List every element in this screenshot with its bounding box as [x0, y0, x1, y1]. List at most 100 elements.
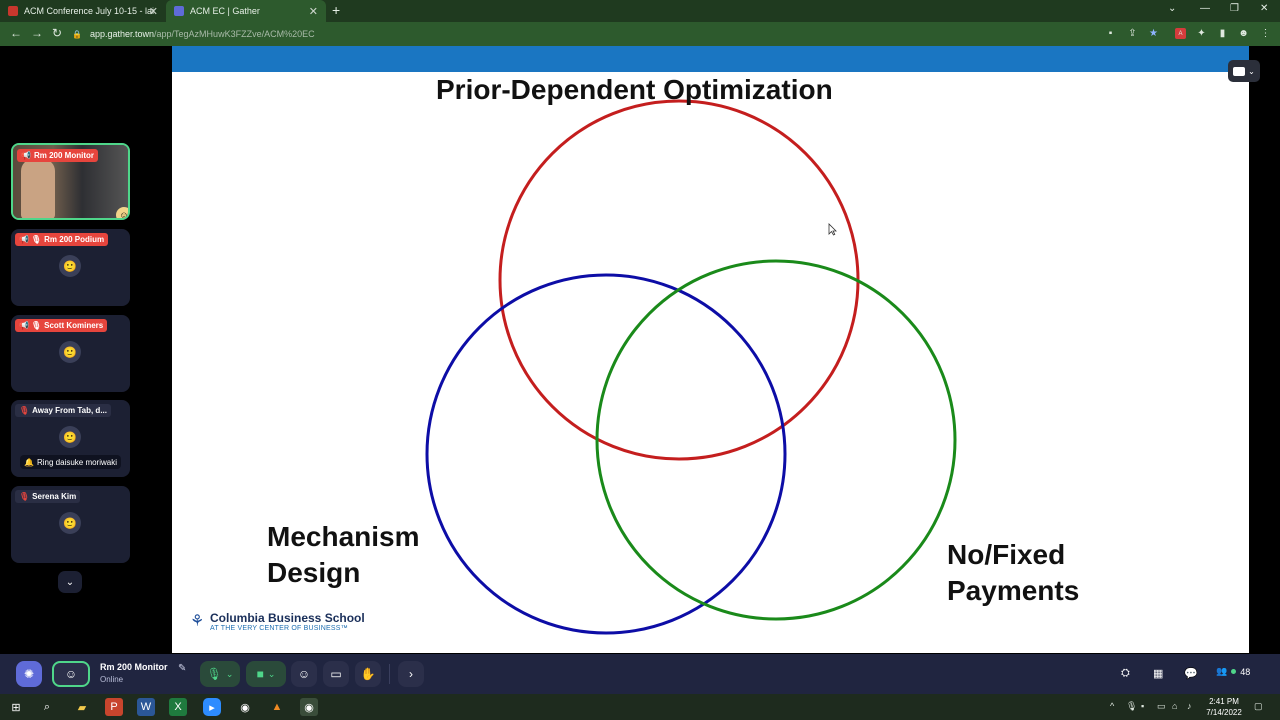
bookmark-star-icon[interactable]: ★ — [1149, 28, 1158, 39]
avatar: ☺ — [64, 667, 78, 681]
mic-muted-icon: 🎙 — [19, 406, 30, 415]
self-name: Rm 200 Monitor — [100, 662, 168, 672]
gather-menu-button[interactable]: ✺ — [16, 661, 42, 687]
online-dot — [1231, 669, 1237, 674]
search-icon[interactable]: ⌕ — [43, 700, 51, 713]
avatar: ☺ — [116, 207, 128, 218]
back-icon[interactable]: ← — [10, 26, 22, 40]
chevron-down-icon: ⌄ — [65, 576, 75, 588]
participant-card-video[interactable]: 📢 Rm 200 Monitor ☺ — [11, 143, 130, 220]
camera-tray-icon[interactable]: ▪ — [1141, 701, 1145, 711]
side-panel-icon[interactable]: ▮ — [1219, 28, 1226, 39]
chevron-down-icon: ⌄ — [225, 668, 234, 679]
gather-control-bar: ✺ ☺ Rm 200 Monitor Online ✎ 🎙 ⌄ ■ ⌄ ☺ ▭ … — [0, 654, 1280, 694]
mic-muted-icon: 🎙 — [30, 235, 42, 244]
gather-logo-icon: ✺ — [23, 667, 35, 681]
people-icon: 👥 — [1216, 666, 1228, 676]
label-no-fixed-payments: No/Fixed Payments — [947, 537, 1079, 609]
chevron-down-icon: ⌄ — [267, 668, 276, 679]
tray-expand-icon[interactable]: ^ — [1110, 701, 1115, 711]
megaphone-icon: 📢 — [19, 235, 29, 244]
participant-name: Away From Tab, d... — [32, 406, 107, 415]
participant-card[interactable]: 🎙 Serena Kim 🙂 — [11, 486, 130, 563]
reload-icon[interactable]: ↻ — [52, 26, 63, 40]
chrome-active-icon[interactable]: ◉ — [300, 698, 318, 716]
address-bar[interactable]: 🔒 app.gather.town /app/TegAzMHuwK3FZZve/… — [72, 25, 1092, 43]
circle-mechanism-design — [425, 273, 787, 635]
online-count: 48 — [1240, 666, 1251, 677]
build-tools-icon[interactable]: ⛭ — [1121, 667, 1130, 679]
calendar-icon[interactable]: ▦ — [1153, 668, 1164, 680]
share-icon[interactable]: ⇪ — [1128, 28, 1137, 39]
zoom-icon[interactable]: ▸ — [203, 698, 221, 716]
forward-icon[interactable]: → — [31, 26, 43, 40]
window-close-icon[interactable]: ✕ — [1260, 3, 1269, 14]
label-line: Payments — [947, 575, 1080, 606]
extensions-icon[interactable]: ✦ — [1197, 28, 1206, 39]
notifications-icon[interactable]: ▢ — [1254, 701, 1263, 711]
screen-share-button[interactable]: ▭ — [323, 661, 349, 687]
label-line: Design — [267, 557, 361, 588]
scroll-participants-button[interactable]: ⌄ — [58, 571, 82, 593]
self-status: Online — [100, 675, 124, 684]
browser-tab-acm-conference[interactable]: ACM Conference July 10-15 - lai ✕ — [0, 0, 166, 22]
participant-name: Rm 200 Monitor — [33, 151, 94, 160]
powerpoint-icon[interactable]: P — [105, 698, 123, 716]
network-icon[interactable]: ⌂ — [1172, 701, 1178, 711]
participant-name-tag: 🎙 Away From Tab, d... — [15, 404, 111, 417]
participant-card[interactable]: 🎙 Away From Tab, d... 🙂 🔔 Ring daisuke m… — [11, 400, 130, 477]
tab-close-icon[interactable]: ✕ — [148, 6, 158, 18]
columbia-logo: ⚘ Columbia Business School AT THE VERY C… — [190, 611, 365, 633]
edit-name-icon[interactable]: ✎ — [178, 663, 187, 674]
windows-start-icon[interactable]: ⊞ — [11, 701, 21, 714]
logo-name: Columbia Business School — [210, 611, 365, 625]
chevron-right-icon: › — [409, 667, 413, 681]
participant-name-tag: 📢 🎙 Rm 200 Podium — [15, 233, 109, 246]
browser-tab-strip: ACM Conference July 10-15 - lai ✕ ACM EC… — [0, 0, 1280, 22]
browser-menu-icon[interactable]: ⋮ — [1260, 28, 1271, 39]
screen-view-toggle-button[interactable]: ⌄ — [1228, 60, 1260, 82]
camera-toggle-button[interactable]: ■ ⌄ — [246, 661, 286, 687]
excel-icon[interactable]: X — [169, 698, 187, 716]
participants-button[interactable]: 👥 48 — [1216, 666, 1250, 677]
new-tab-icon[interactable]: + — [332, 2, 341, 18]
avatar: 🙂 — [59, 512, 81, 534]
minimize-icon[interactable]: — — [1200, 3, 1210, 14]
vlc-icon[interactable]: ▲ — [271, 701, 283, 713]
chrome-icon[interactable]: ◉ — [240, 701, 250, 714]
participant-card[interactable]: 📢 🎙 Rm 200 Podium 🙂 — [11, 229, 130, 306]
divider — [389, 664, 390, 684]
volume-icon[interactable]: ♪ — [1187, 701, 1192, 711]
self-avatar-button[interactable]: ☺ — [52, 661, 90, 687]
megaphone-icon: 📢 — [19, 321, 29, 330]
avatar: 🙂 — [59, 255, 81, 277]
display-tray-icon[interactable]: ▭ — [1157, 701, 1166, 711]
raise-hand-button[interactable]: ✋ — [355, 661, 381, 687]
expand-actions-button[interactable]: › — [398, 661, 424, 687]
label-mechanism-design: Mechanism Design — [267, 519, 420, 591]
tab-search-icon[interactable]: ⌄ — [1168, 3, 1177, 14]
camera-in-use-icon[interactable]: ▪ — [1108, 28, 1113, 39]
ring-button[interactable]: 🔔 Ring daisuke moriwaki — [20, 455, 121, 469]
browser-tab-gather[interactable]: ACM EC | Gather ✕ — [166, 0, 326, 22]
restore-icon[interactable]: ❐ — [1230, 3, 1239, 14]
clock-time: 2:41 PM — [1209, 697, 1239, 706]
file-explorer-icon[interactable]: ▰ — [77, 701, 87, 714]
microphone-toggle-button[interactable]: 🎙 ⌄ — [200, 661, 240, 687]
microphone-icon: 🎙 — [206, 667, 222, 681]
participant-card[interactable]: 📢 🎙 Scott Kominers 🙂 — [11, 315, 130, 392]
taskbar-clock[interactable]: 2:41 PM 7/14/2022 — [1200, 696, 1248, 718]
chat-icon[interactable]: 💬 — [1184, 668, 1198, 680]
megaphone-icon: 📢 — [21, 151, 31, 160]
smiley-icon: ☺ — [297, 667, 311, 681]
emote-button[interactable]: ☺ — [291, 661, 317, 687]
tab-close-icon[interactable]: ✕ — [308, 6, 318, 18]
gmail-icon — [8, 6, 18, 16]
profile-avatar-icon[interactable]: ☻ — [1238, 28, 1249, 39]
word-icon[interactable]: W — [137, 698, 155, 716]
adblock-extension-icon[interactable]: A — [1175, 28, 1186, 39]
address-path: /app/TegAzMHuwK3FZZve/ACM%20EC — [154, 29, 315, 39]
avatar: 🙂 — [59, 426, 81, 448]
mic-tray-icon[interactable]: 🎙 — [1126, 701, 1138, 711]
crown-icon: ⚘ — [190, 613, 205, 630]
